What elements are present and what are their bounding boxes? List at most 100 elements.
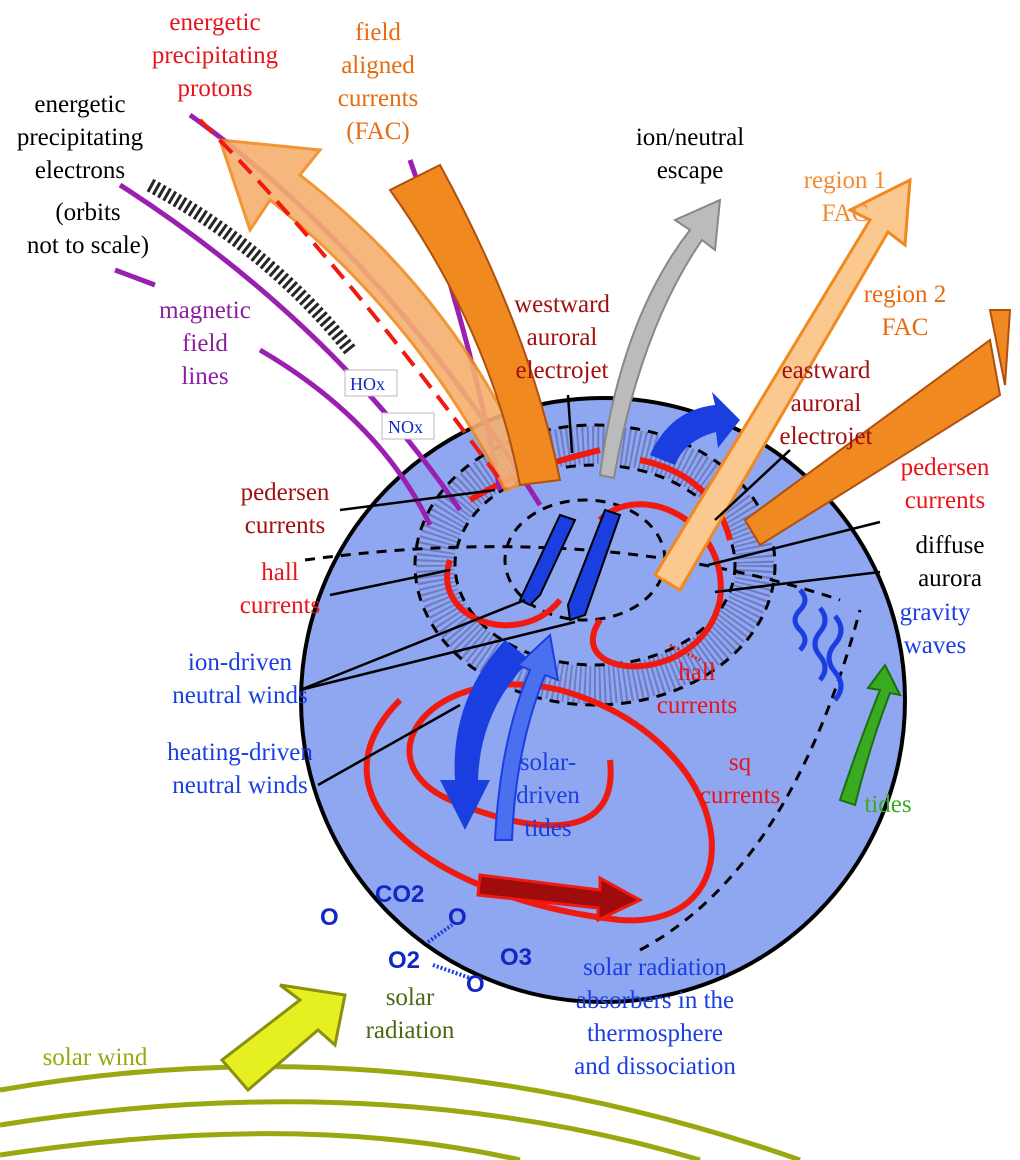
label-line: currents: [657, 692, 738, 719]
bond-lines: [426, 923, 471, 980]
ion-wind-arrow-2: [566, 508, 622, 622]
label-line: currents: [245, 512, 326, 539]
label-line: FAC: [882, 314, 929, 341]
label-escape: ion/neutral escape: [636, 124, 744, 184]
label-line: pedersen: [241, 479, 330, 506]
label-region2: region 2 FAC: [864, 281, 947, 341]
label-line: driven: [516, 782, 580, 809]
label-line: electrojet: [780, 423, 873, 450]
gravity-waves: [792, 588, 844, 702]
label-line: field: [355, 19, 401, 46]
label-line: eastward: [782, 357, 871, 384]
auroral-oval: [416, 426, 774, 704]
label-line: energetic: [34, 91, 125, 118]
label-line: hall: [261, 559, 299, 586]
chem-o2a: O: [448, 904, 467, 931]
label-electrons: energetic precipitating electrons: [17, 91, 144, 184]
label-line: ion-driven: [188, 649, 293, 676]
label-line: precipitating: [152, 42, 279, 69]
label-line: pedersen: [901, 454, 990, 481]
label-line: precipitating: [17, 124, 144, 151]
label-line: ion/neutral: [636, 124, 744, 151]
label-line: aurora: [918, 565, 982, 592]
label-line: waves: [904, 632, 966, 659]
hall-leader: [669, 643, 701, 662]
nox-label: NOx: [388, 417, 423, 437]
chem-o3: O: [466, 971, 485, 998]
solar-wind-lines: [0, 1064, 801, 1160]
label-line: tides: [864, 791, 911, 818]
upward-blue-arrow: [650, 392, 740, 465]
label-line: electrojet: [516, 357, 609, 384]
label-gravity: gravity waves: [900, 599, 971, 659]
label-line: energetic: [169, 9, 260, 36]
label-line: protons: [178, 75, 253, 102]
nox-box: [381, 412, 435, 440]
label-line: field: [182, 330, 228, 357]
proton-fac-arrow: [217, 138, 538, 492]
label-line: gravity: [900, 599, 971, 626]
label-eastward: eastward auroral electrojet: [780, 357, 873, 450]
label-line: neutral winds: [172, 772, 307, 799]
label-line: westward: [514, 291, 610, 318]
label-pedersen-right: pedersen currents: [901, 454, 990, 514]
label-line: solar: [386, 984, 435, 1011]
label-hall-left: hall currents: [240, 559, 321, 619]
chem-o2: O2: [388, 947, 420, 974]
hox-label: HOx: [350, 374, 385, 394]
electrojet-arrow: [476, 873, 644, 923]
label-line: region 1: [804, 167, 887, 194]
label-line: escape: [657, 157, 724, 184]
label-line: currents: [240, 592, 321, 619]
label-line: solar wind: [43, 1044, 148, 1071]
region1-fac-arrow: [652, 177, 912, 593]
label-sq: sq currents: [700, 749, 781, 809]
globe: [299, 396, 907, 1004]
solar-tides-arrow: [493, 633, 560, 841]
label-fac: field aligned currents (FAC): [338, 19, 419, 145]
label-line: (FAC): [346, 118, 409, 145]
hox-box: [344, 369, 398, 397]
leader-lines: [299, 394, 881, 787]
label-line: currents: [700, 782, 781, 809]
label-line: tides: [524, 815, 571, 842]
escape-arrow: [598, 198, 722, 480]
label-line: auroral: [791, 390, 862, 417]
label-pedersen-left: pedersen currents: [241, 479, 330, 539]
label-line: sq: [729, 749, 752, 776]
proton-spiral: [198, 118, 502, 482]
label-line: and dissociation: [574, 1053, 736, 1080]
label-line: heating-driven: [167, 739, 313, 766]
heating-wind-arrow: [440, 640, 530, 830]
label-line: aligned: [341, 52, 415, 79]
label-diffuse: diffuse aurora: [916, 532, 985, 592]
label-line: region 2: [864, 281, 947, 308]
ion-wind-arrow-1: [518, 513, 577, 607]
label-line: (orbits: [55, 199, 120, 226]
labels-group: energetic precipitating protons field aligne…: [17, 9, 990, 1080]
label-protons: energetic precipitating protons: [152, 9, 279, 102]
label-line: solar radiation: [583, 954, 727, 981]
label-line: electrons: [35, 157, 125, 184]
label-orbits: (orbits not to scale): [27, 199, 149, 259]
solar-radiation-arrow: [219, 983, 347, 1093]
label-line: currents: [338, 85, 419, 112]
tides-arrow: [838, 663, 902, 807]
label-line: not to scale): [27, 232, 149, 259]
label-line: hall: [678, 659, 716, 686]
region2-fac-arrow: [743, 309, 1012, 547]
electron-spiral: [146, 178, 356, 355]
label-hall-right: hall currents: [657, 659, 738, 719]
label-line: diffuse: [916, 532, 985, 559]
chem-o1: O: [320, 904, 339, 931]
label-line: absorbers in the: [576, 987, 734, 1014]
chem-co2: CO2: [375, 881, 424, 908]
label-line: currents: [905, 487, 986, 514]
